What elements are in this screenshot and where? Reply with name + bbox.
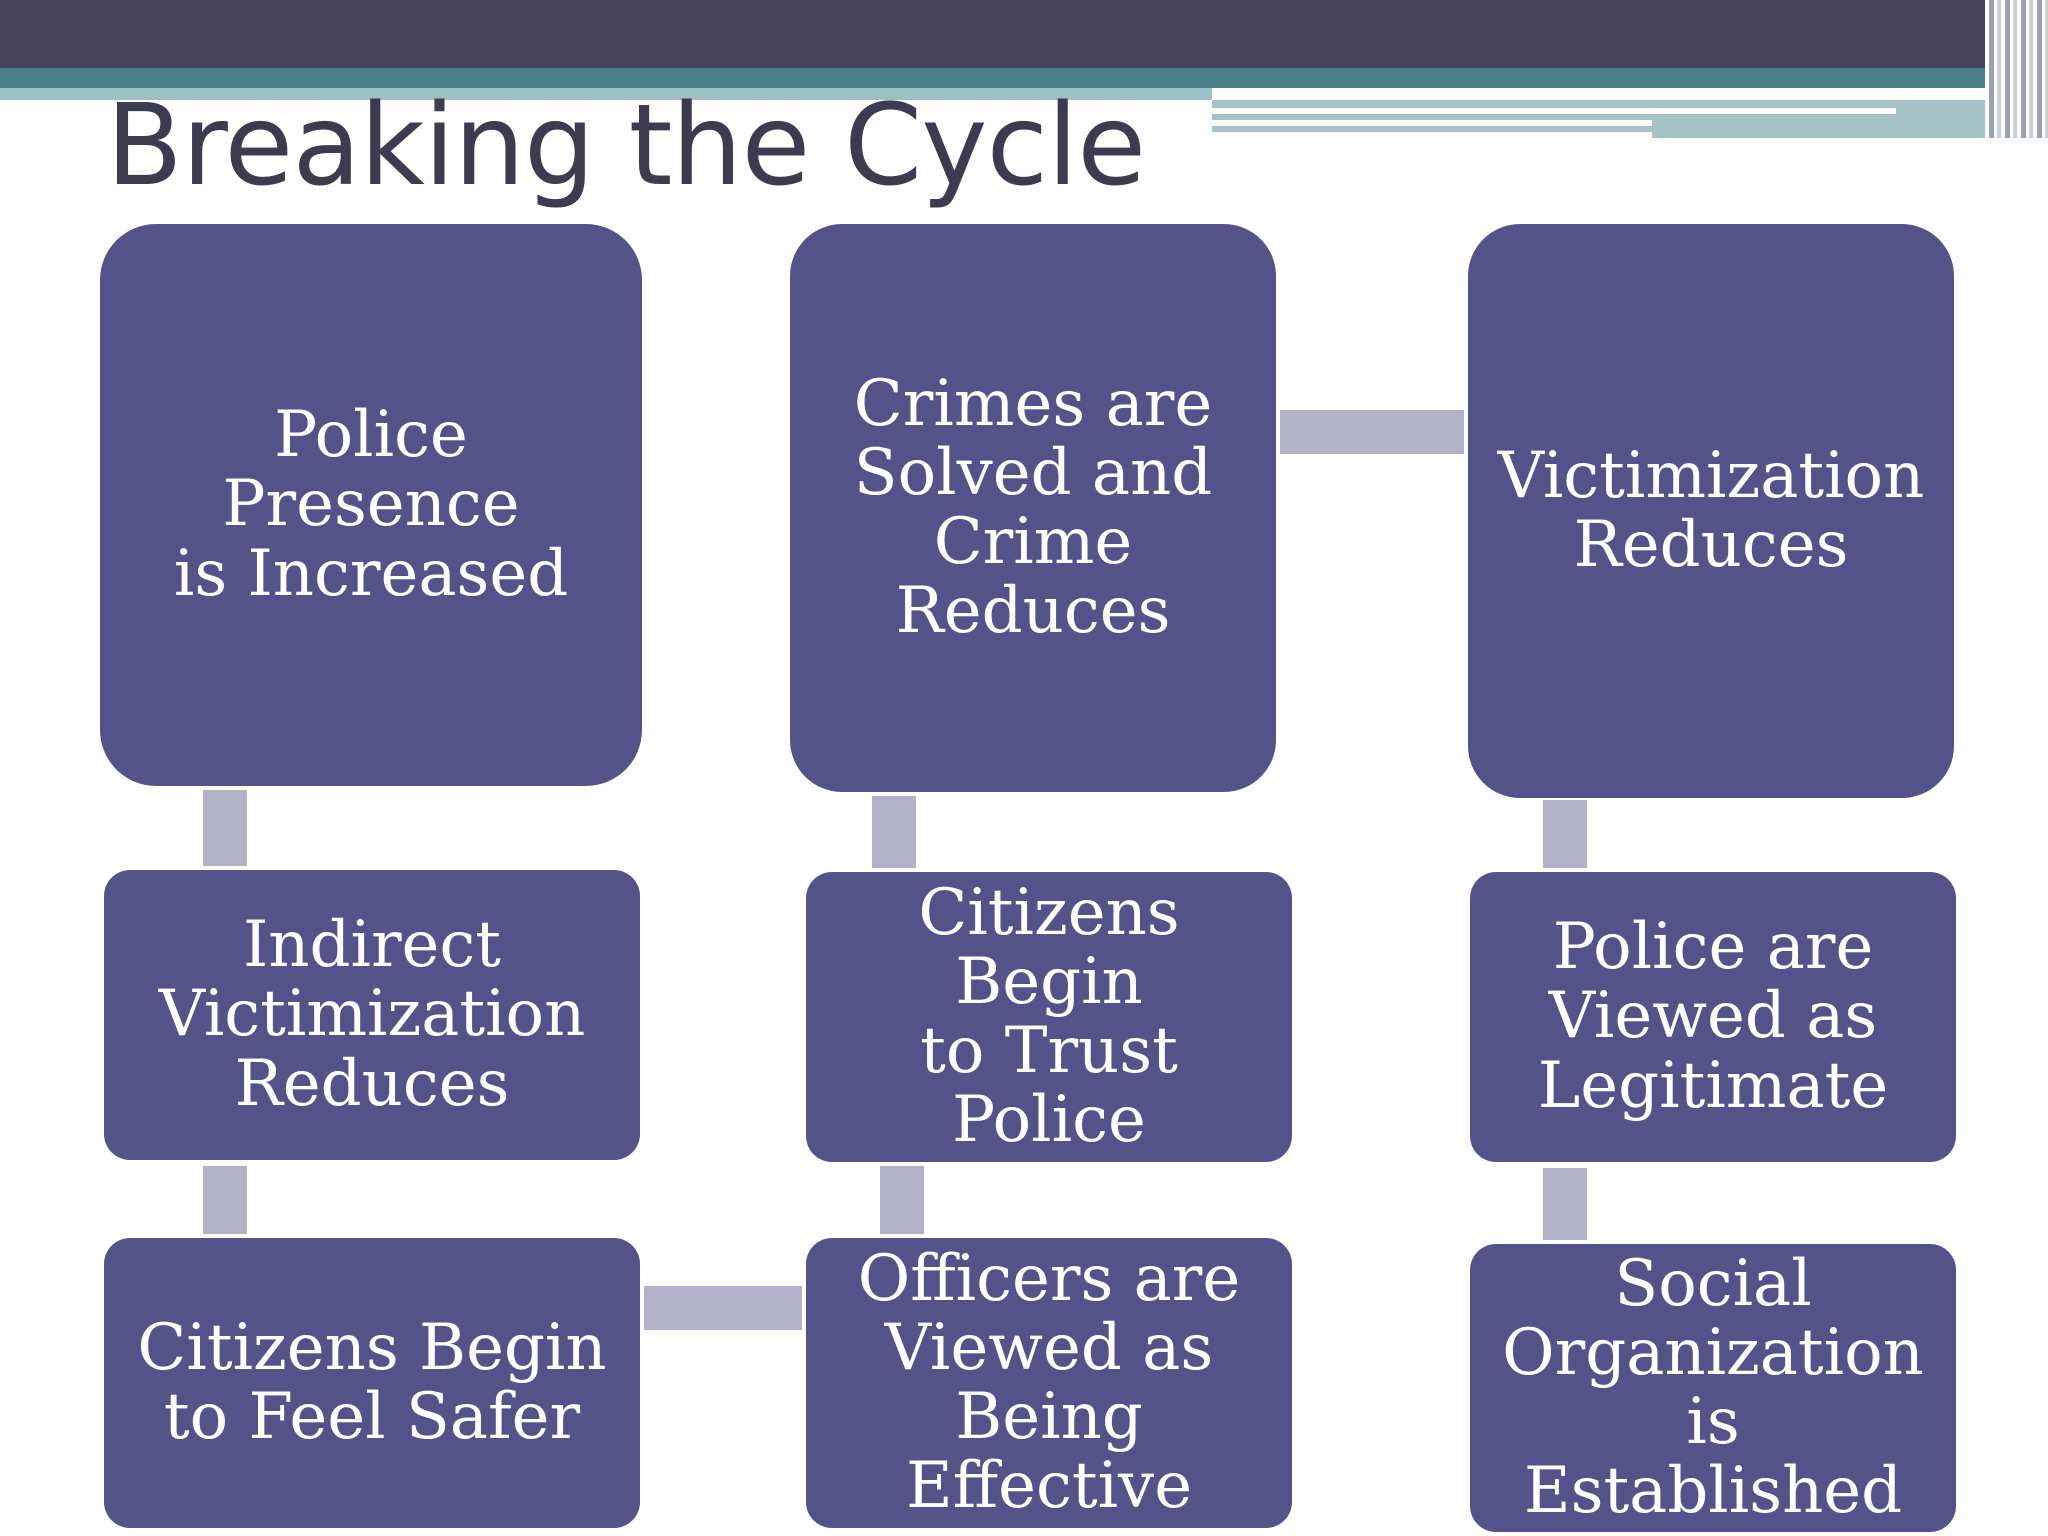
box-officers-effective-text: Officers are Viewed as Being Effective	[857, 1241, 1241, 1524]
connector-crimes-victimization	[1280, 410, 1464, 454]
header-white-line	[1212, 108, 1896, 114]
connector-victimization-legitimate	[1543, 800, 1587, 868]
box-victimization-reduces-text: Victimization Reduces	[1497, 438, 1925, 582]
header-teal-band	[0, 68, 2048, 88]
box-officers-effective: Officers are Viewed as Being Effective	[806, 1238, 1292, 1528]
box-police-presence: Police Presence is Increased	[100, 224, 642, 786]
connector-indirect-safer	[203, 1166, 247, 1234]
connector-officers-trust	[880, 1166, 924, 1234]
connector-legitimate-social	[1543, 1168, 1587, 1240]
box-indirect-victimization-text: Indirect Victimization Reduces	[158, 908, 586, 1121]
box-citizens-safer-text: Citizens Begin to Feel Safer	[137, 1310, 607, 1454]
box-citizens-trust-text: Citizens Begin to Trust Police	[918, 875, 1180, 1158]
box-crimes-solved: Crimes are Solved and Crime Reduces	[790, 224, 1276, 792]
box-citizens-safer: Citizens Begin to Feel Safer	[104, 1238, 640, 1528]
header-light-band-right	[1212, 100, 2012, 138]
box-social-organization-text: Social Organization is Established	[1502, 1246, 1924, 1529]
box-victimization-reduces: Victimization Reduces	[1468, 224, 1954, 798]
header-edge-stripes	[1985, 0, 2048, 138]
box-indirect-victimization: Indirect Victimization Reduces	[104, 870, 640, 1160]
connector-trust-crimes	[872, 796, 916, 868]
slide-title: Breaking the Cycle	[106, 81, 1146, 211]
box-police-presence-text: Police Presence is Increased	[173, 398, 569, 611]
box-crimes-solved-text: Crimes are Solved and Crime Reduces	[853, 366, 1213, 649]
box-police-legitimate: Police are Viewed as Legitimate	[1470, 872, 1956, 1162]
connector-presence-indirect	[203, 790, 247, 866]
box-social-organization: Social Organization is Established	[1470, 1244, 1956, 1532]
header-light-band-left	[0, 88, 1212, 100]
box-citizens-trust: Citizens Begin to Trust Police	[806, 872, 1292, 1162]
header-white-line	[1212, 120, 1652, 126]
box-police-legitimate-text: Police are Viewed as Legitimate	[1537, 910, 1889, 1123]
header-dark-band	[0, 0, 2048, 68]
connector-safer-officers	[644, 1286, 802, 1330]
header-white-line	[1212, 132, 1652, 140]
